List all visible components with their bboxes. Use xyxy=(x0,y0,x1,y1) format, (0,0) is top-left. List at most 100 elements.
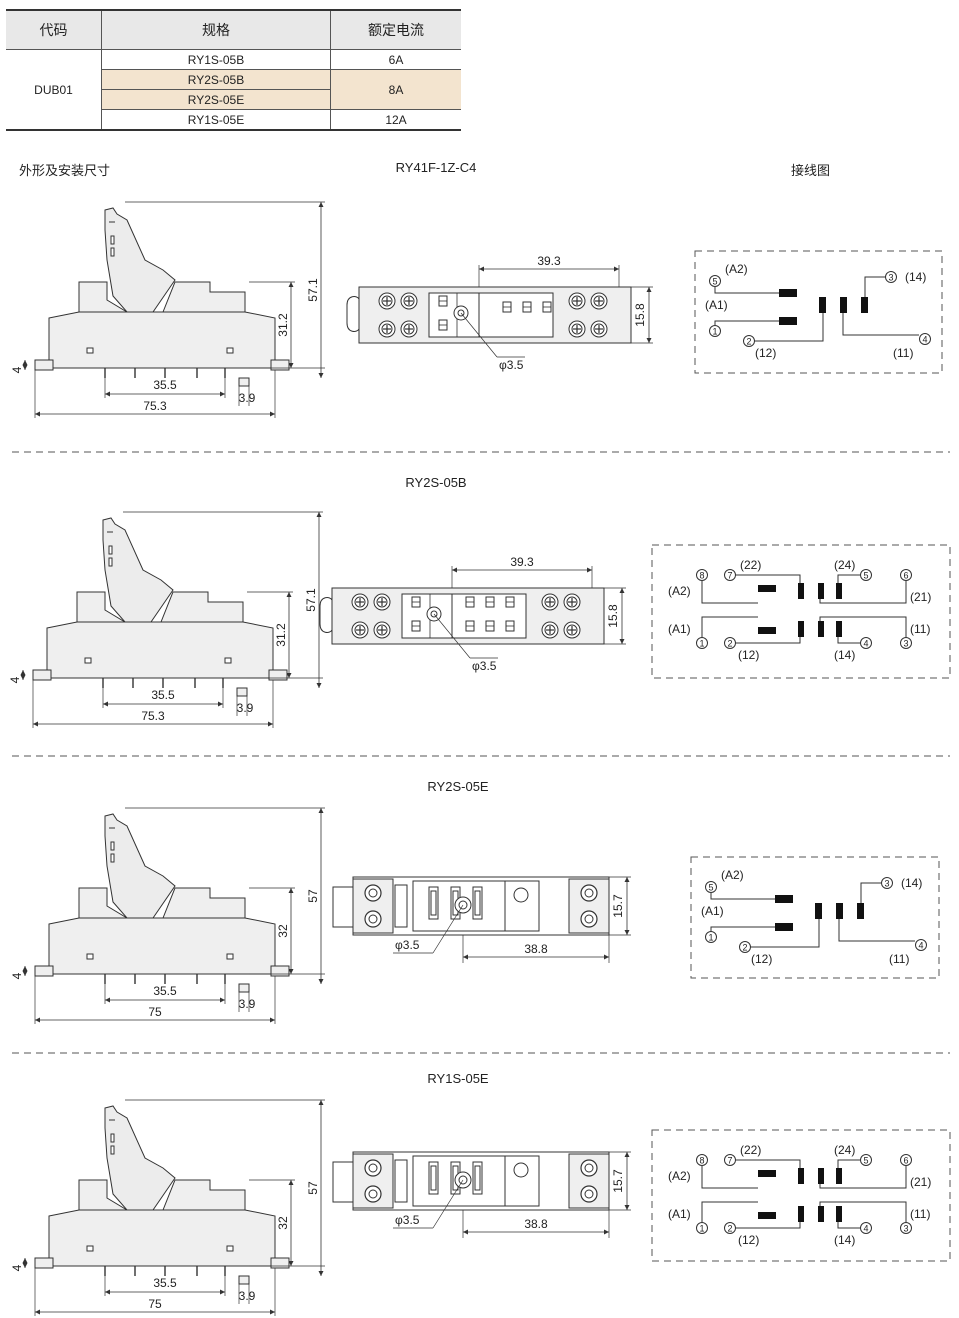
dim-hole: φ3.5 xyxy=(499,358,524,372)
pin-number: 4 xyxy=(863,639,868,649)
terminal-label-14: (14) xyxy=(901,876,922,890)
dim-pin: 3.9 xyxy=(239,997,256,1011)
contact-block xyxy=(840,297,847,313)
pin-number: 1 xyxy=(699,1224,704,1234)
dim-height-base: 32 xyxy=(276,1216,290,1230)
terminal-label-11: (11) xyxy=(910,1207,930,1221)
dim-height-base: 32 xyxy=(276,924,290,938)
pin-number: 6 xyxy=(903,1156,908,1166)
terminal-label-21: (21) xyxy=(910,590,931,604)
contact-block xyxy=(779,317,797,325)
spec-table: 代码 规格 额定电流 DUB01 RY1S-05B 6A RY2S-05B 8A… xyxy=(6,9,461,131)
terminal-label-22: (22) xyxy=(740,1143,761,1157)
coil-label-a2: (A2) xyxy=(721,868,744,882)
wiring-diagram-3: (A2)5(A1)123(14)4(12)(11) xyxy=(690,856,940,979)
terminal-label-22: (22) xyxy=(740,558,761,572)
dim-width-mid: 35.5 xyxy=(153,1276,177,1290)
coil-label-a2: (A2) xyxy=(668,1169,691,1183)
dim-pin: 3.9 xyxy=(239,1289,256,1303)
contact-block xyxy=(857,903,864,919)
current-cell: 6A xyxy=(330,49,461,70)
socket-base xyxy=(48,917,276,975)
dim-top-height: 15.8 xyxy=(606,604,620,628)
pin-number: 8 xyxy=(699,1156,704,1166)
terminal-label-11: (11) xyxy=(889,952,909,966)
top-view-3: 15.7 38.8 φ3.5 xyxy=(332,876,631,963)
top-view-2: 39.3 15.8 φ3.5 xyxy=(319,555,626,673)
dim-hole: φ3.5 xyxy=(395,938,420,952)
pin-number: 3 xyxy=(888,273,893,283)
terminal-label-12: (12) xyxy=(755,346,776,360)
latch-handle xyxy=(104,813,176,919)
din-clip xyxy=(346,296,360,332)
contact-block xyxy=(818,1206,824,1222)
model-title: RY1S-05E xyxy=(427,1071,489,1086)
dim-height-base: 31.2 xyxy=(276,313,290,337)
pin-number: 7 xyxy=(727,1156,732,1166)
contact-block xyxy=(775,923,793,931)
spec-cell: RY2S-05B xyxy=(101,69,331,90)
pin-number: 5 xyxy=(863,571,868,581)
dim-width-mid: 35.5 xyxy=(153,378,177,392)
contact-block xyxy=(836,903,843,919)
dim-foot: 4 xyxy=(10,366,24,373)
coil-label-a2: (A2) xyxy=(725,262,748,276)
coil-label-a1: (A1) xyxy=(668,622,691,636)
wiring-diagram-1: (A2)5(A1)123(14)4(12)(11) xyxy=(694,250,943,374)
terminal-label-14: (14) xyxy=(905,270,926,284)
terminal-label-24: (24) xyxy=(834,558,855,572)
contact-block xyxy=(818,1168,824,1184)
contact-block xyxy=(758,627,776,634)
dim-width-total: 75.3 xyxy=(143,399,167,413)
contact-block xyxy=(798,1206,804,1222)
dim-foot: 4 xyxy=(10,972,24,979)
dim-top-width: 38.8 xyxy=(524,942,548,956)
table-row: RY2S-05B 8A xyxy=(6,69,461,110)
spec-cell: RY1S-05B xyxy=(101,49,331,70)
pin-number: 6 xyxy=(903,571,908,581)
pin-number: 8 xyxy=(699,571,704,581)
latch-handle xyxy=(102,517,174,623)
dim-height-total: 57.1 xyxy=(304,588,318,612)
terminal-label-24: (24) xyxy=(834,1143,855,1157)
socket-base xyxy=(46,621,274,679)
dim-top-height: 15.7 xyxy=(611,894,625,918)
socket-base xyxy=(48,1209,276,1267)
contact-block xyxy=(818,583,824,599)
pin-number: 5 xyxy=(712,277,717,287)
dim-top-width: 38.8 xyxy=(524,1217,548,1231)
dim-top-width: 39.3 xyxy=(510,555,534,569)
dim-foot: 4 xyxy=(8,676,22,683)
contact-block xyxy=(798,621,804,637)
outline-label: 外形及安装尺寸 xyxy=(19,163,111,178)
pin-number: 5 xyxy=(863,1156,868,1166)
pin-number: 5 xyxy=(708,883,713,893)
contact-block xyxy=(818,621,824,637)
table-row: DUB01 RY1S-05B 6A xyxy=(6,49,461,131)
table-row: RY1S-05E 12A xyxy=(6,109,461,131)
coil-label-a1: (A1) xyxy=(701,904,724,918)
pin-number: 1 xyxy=(708,933,713,943)
dim-hole: φ3.5 xyxy=(472,659,497,673)
terminal-label-14: (14) xyxy=(834,648,855,662)
dim-width-total: 75 xyxy=(148,1297,162,1311)
pin-number: 2 xyxy=(727,639,732,649)
dim-width-total: 75 xyxy=(148,1005,162,1019)
dim-top-height: 15.7 xyxy=(611,1169,625,1193)
socket-base xyxy=(48,311,276,369)
latch-handle xyxy=(104,1105,176,1211)
pin-number: 4 xyxy=(922,335,927,345)
header-spec: 规格 xyxy=(101,9,331,50)
dim-top-width: 39.3 xyxy=(537,254,561,268)
dim-height-total: 57 xyxy=(306,889,320,903)
terminal-label-21: (21) xyxy=(910,1175,931,1189)
contact-block xyxy=(836,1168,842,1184)
pin-number: 3 xyxy=(884,879,889,889)
model-title: RY2S-05E xyxy=(427,779,489,794)
pin-number: 4 xyxy=(863,1224,868,1234)
dim-pin: 3.9 xyxy=(237,701,254,715)
coil-label-a1: (A1) xyxy=(668,1207,691,1221)
dim-pin: 3.9 xyxy=(239,391,256,405)
